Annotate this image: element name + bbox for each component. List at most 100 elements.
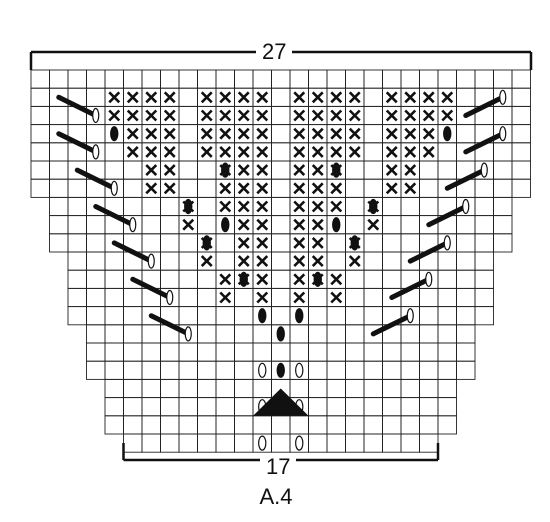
grid-cell: [363, 178, 383, 198]
cross-stroke: [311, 218, 324, 231]
grid-cell: [49, 233, 69, 253]
cross-stroke: [367, 218, 380, 231]
cross-stroke: [200, 255, 213, 268]
grid-cell: [252, 342, 272, 362]
cross-stroke: [422, 109, 435, 122]
grid-cell: [123, 342, 143, 362]
grid-cell: [493, 178, 513, 198]
cross-stitch-symbol: [108, 91, 121, 104]
cross-stroke: [330, 109, 343, 122]
cross-stroke: [293, 109, 306, 122]
grid-cell: [215, 306, 235, 326]
cross-stitch-symbol: [385, 109, 398, 122]
grid-cell: [215, 324, 235, 344]
grid-cell: [123, 196, 143, 217]
grid-cell: [493, 233, 513, 253]
left-slant-symbol: [56, 131, 100, 160]
slant-stroke: [463, 131, 506, 155]
grid-cell: [160, 196, 180, 217]
grid-cell: [215, 342, 235, 362]
cross-stitch-symbol: [219, 109, 232, 122]
cross-stroke: [293, 145, 306, 158]
cross-stitch-symbol: [441, 109, 454, 122]
grid-cell: [456, 69, 476, 89]
grid-cell: [363, 124, 383, 144]
grid-cell: [141, 196, 161, 217]
triangle-symbol: [253, 388, 309, 416]
cross-stitch-symbol: [237, 236, 250, 249]
grid-cell: [86, 287, 106, 308]
grid-cell: [345, 287, 365, 308]
cross-stitch-symbol: [293, 127, 306, 140]
cross-stitch-symbol: [293, 218, 306, 231]
grid-cell: [382, 251, 402, 271]
grid-cell: [400, 215, 420, 235]
grid-cell: [456, 306, 476, 326]
grid-cell: [419, 360, 439, 380]
grid-cell: [123, 433, 143, 453]
cross-stitch-symbol: [200, 91, 213, 104]
grid-cell: [234, 287, 254, 308]
grid-cell: [86, 69, 106, 89]
grid-cell: [400, 433, 420, 453]
cross-stitch-symbol: [145, 164, 158, 177]
grid-cell: [141, 360, 161, 380]
cross-stitch-symbol: [182, 218, 195, 231]
cross-stroke: [237, 200, 250, 213]
grid-cell: [419, 178, 439, 198]
grid-cell: [474, 233, 494, 253]
grid-cell: [400, 342, 420, 362]
slant-stroke: [93, 204, 136, 228]
grid-cell: [104, 306, 124, 326]
cross-stitch-symbol: [422, 127, 435, 140]
grid-cell: [215, 360, 235, 380]
filled-oval-symbol: [313, 271, 322, 287]
cross-stroke: [237, 182, 250, 195]
cross-stitch-symbol: [256, 200, 269, 213]
cross-stroke: [348, 127, 361, 140]
grid-cell: [141, 433, 161, 453]
open-oval-symbol: [166, 289, 174, 306]
grid-cell: [197, 196, 217, 217]
cross-stitch-symbol: [237, 200, 250, 213]
cross-stroke: [293, 218, 306, 231]
cross-stroke: [404, 127, 417, 140]
grid-cell: [160, 378, 180, 399]
cross-stitch-symbol: [330, 291, 343, 304]
grid-cell: [160, 397, 180, 417]
grid-cell: [123, 415, 143, 435]
filled-oval-symbol: [221, 162, 230, 178]
grid-cell: [400, 415, 420, 435]
cross-stitch-symbol: [237, 91, 250, 104]
cross-stroke: [237, 236, 250, 249]
grid-cell: [326, 415, 346, 435]
cross-stitch-symbol: [293, 109, 306, 122]
grid-cell: [289, 324, 309, 344]
right-slant-symbol: [426, 198, 470, 228]
slant-stroke: [111, 240, 154, 264]
grid-cell: [511, 178, 531, 198]
cross-stroke: [311, 182, 324, 195]
cross-stroke: [348, 109, 361, 122]
cross-stitch-symbol: [404, 109, 417, 122]
grid-cell: [400, 324, 420, 344]
grid-cell: [419, 342, 439, 362]
grid-cell: [326, 233, 346, 253]
cross-stitch-symbol: [219, 127, 232, 140]
grid-cell: [178, 415, 198, 435]
grid-cell: [197, 287, 217, 308]
grid-cell: [493, 160, 513, 180]
grid-cell: [400, 196, 420, 217]
grid-cell: [234, 69, 254, 89]
grid-cell: [123, 69, 143, 89]
grid-cell: [437, 378, 457, 399]
cross-stitch-symbol: [293, 200, 306, 213]
grid-cell: [382, 269, 402, 289]
grid-cell: [326, 342, 346, 362]
cross-stitch-symbol: [219, 145, 232, 158]
grid-cell: [382, 233, 402, 253]
cross-stroke: [237, 91, 250, 104]
grid-cell: [437, 397, 457, 417]
grid-cell: [215, 69, 235, 89]
